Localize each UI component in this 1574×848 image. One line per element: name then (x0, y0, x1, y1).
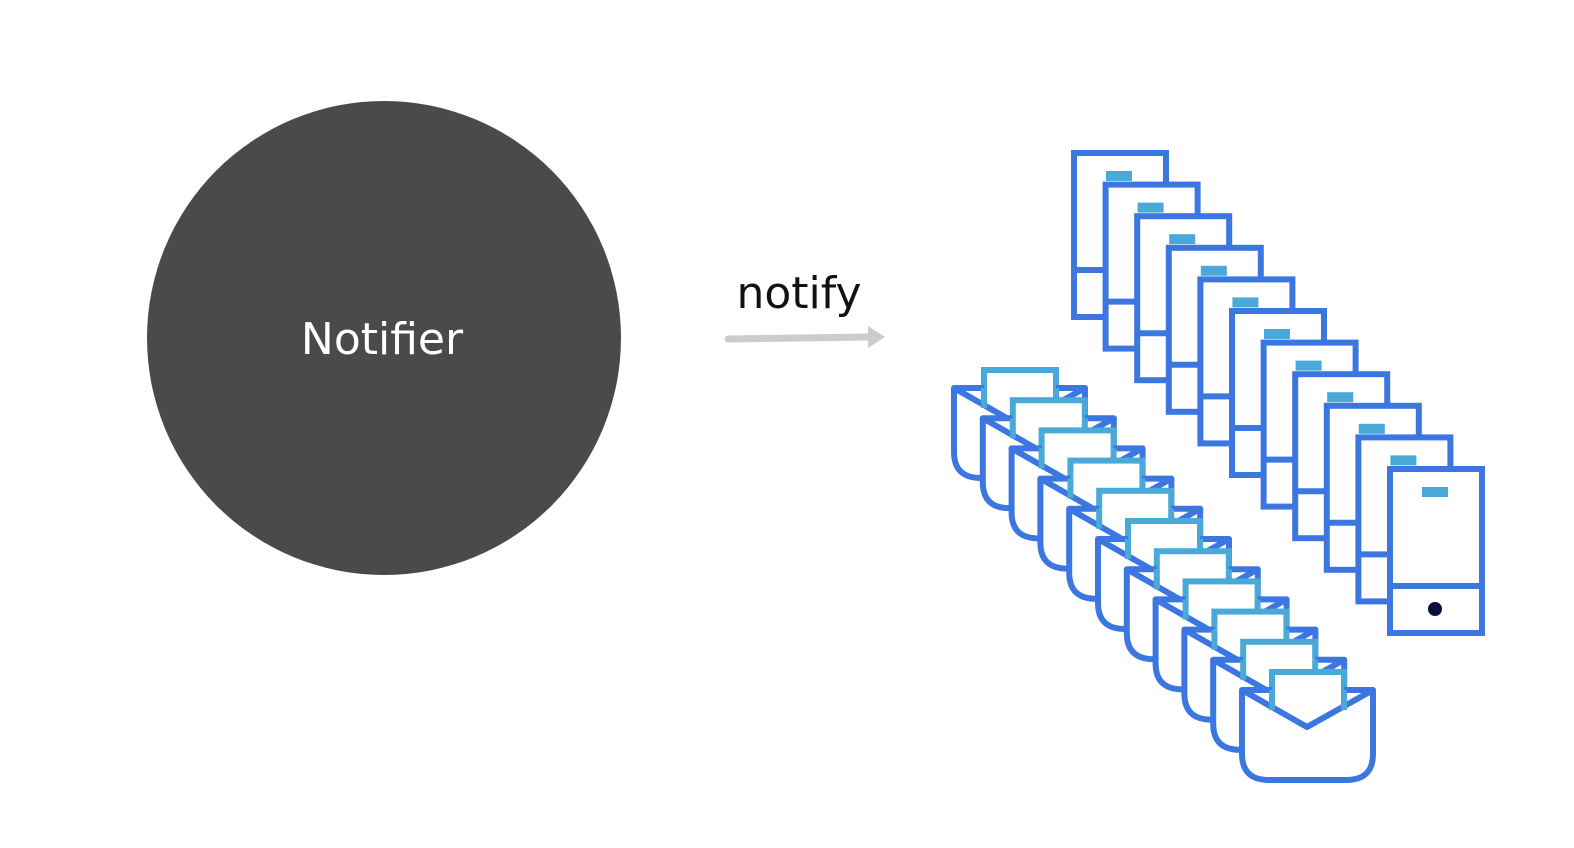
notifier-circle (147, 101, 621, 575)
notify-edge-label: notify (736, 268, 861, 319)
notify-arrow-shaft (724, 333, 874, 343)
notify-edge: notify (724, 268, 885, 348)
envelope-icon (1242, 672, 1373, 780)
notifier-node: Notifier (147, 101, 621, 575)
phone-stack (1074, 153, 1482, 633)
phone-home-button-icon (1428, 602, 1442, 616)
notify-arrowhead (868, 326, 885, 348)
notifier-label: Notifier (301, 314, 464, 365)
